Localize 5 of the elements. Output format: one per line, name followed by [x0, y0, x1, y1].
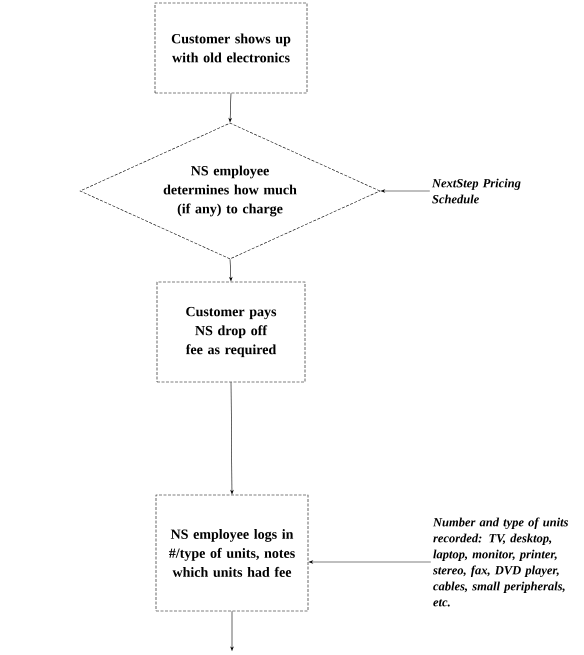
- input-note: NextStep Pricing Schedule: [432, 178, 521, 204]
- process-box: NS employee logs in #/type of units, notes which units had fee: [156, 494, 308, 612]
- process-box: Customer pays NS drop off fee as required: [156, 282, 306, 382]
- process-box: Customer shows up with old electronics: [154, 2, 308, 94]
- input-note: Number and type of units recorded: TV, desktop, laptop, monitor, printer, stereo, fax, DVD player, cables, small peripherals, etc.: [432, 518, 568, 606]
